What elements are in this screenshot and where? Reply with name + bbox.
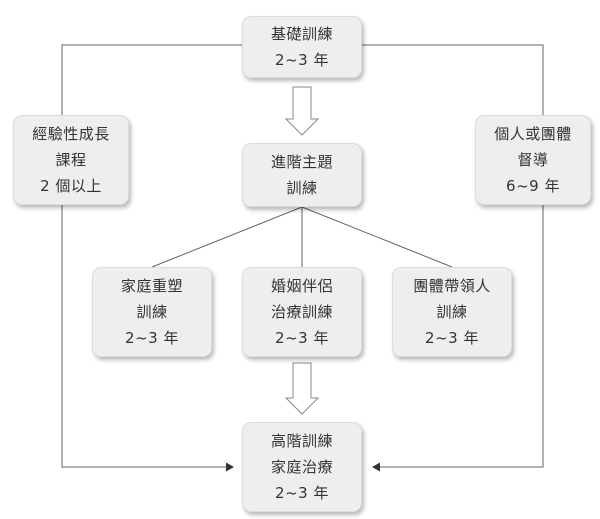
node-family-sculpting-line-2: 訓練 [136, 303, 168, 321]
arrowhead-left [226, 462, 234, 472]
node-basic-training-line-1: 基礎訓練 [270, 25, 333, 43]
node-basic-training: 基礎訓練 2~3 年 [242, 16, 362, 78]
block-arrow-basic-to-topics [284, 86, 320, 136]
node-supervision: 個人或團體 督導 6~9 年 [475, 115, 591, 205]
node-experiential-growth-line-1: 經驗性成長 [32, 125, 110, 143]
node-family-sculpting-line-3: 2~3 年 [125, 329, 179, 347]
node-advanced-topics-line-2: 訓練 [286, 179, 318, 197]
node-family-sculpting: 家庭重塑 訓練 2~3 年 [92, 267, 212, 357]
node-advanced-topics-line-1: 進階主題 [270, 153, 333, 171]
node-supervision-line-3: 6~9 年 [506, 177, 560, 195]
line-topics-to-group-leader [301, 206, 453, 268]
node-advanced-family-therapy-line-3: 2~3 年 [275, 484, 329, 502]
arrowhead-right [372, 462, 380, 472]
node-experiential-growth-line-3: 2 個以上 [40, 177, 102, 195]
node-experiential-growth-line-2: 課程 [55, 151, 87, 169]
node-advanced-family-therapy-line-1: 高階訓練 [270, 432, 333, 450]
node-basic-training-line-2: 2~3 年 [275, 51, 329, 69]
node-couples-therapy-line-3: 2~3 年 [275, 329, 329, 347]
line-basic-to-high-right [362, 44, 544, 468]
node-couples-therapy: 婚姻伴侶 治療訓練 2~3 年 [242, 267, 362, 357]
node-group-leader-line-2: 訓練 [436, 303, 468, 321]
node-experiential-growth: 經驗性成長 課程 2 個以上 [13, 115, 129, 205]
node-supervision-line-1: 個人或團體 [494, 125, 572, 143]
node-couples-therapy-line-1: 婚姻伴侶 [270, 277, 333, 295]
node-group-leader-line-1: 團體帶領人 [413, 277, 491, 295]
node-group-leader: 團體帶領人 訓練 2~3 年 [392, 267, 512, 357]
node-advanced-topics: 進階主題 訓練 [242, 143, 362, 207]
node-supervision-line-2: 督導 [517, 151, 549, 169]
line-topics-to-family-sculpt [151, 206, 303, 268]
node-couples-therapy-line-2: 治療訓練 [270, 303, 333, 321]
node-advanced-family-therapy-line-2: 家庭治療 [270, 458, 333, 476]
node-group-leader-line-3: 2~3 年 [425, 329, 479, 347]
node-family-sculpting-line-1: 家庭重塑 [120, 277, 183, 295]
block-arrow-couples-to-high [284, 362, 320, 415]
line-basic-to-high-left [61, 44, 242, 468]
node-advanced-family-therapy: 高階訓練 家庭治療 2~3 年 [242, 422, 362, 512]
